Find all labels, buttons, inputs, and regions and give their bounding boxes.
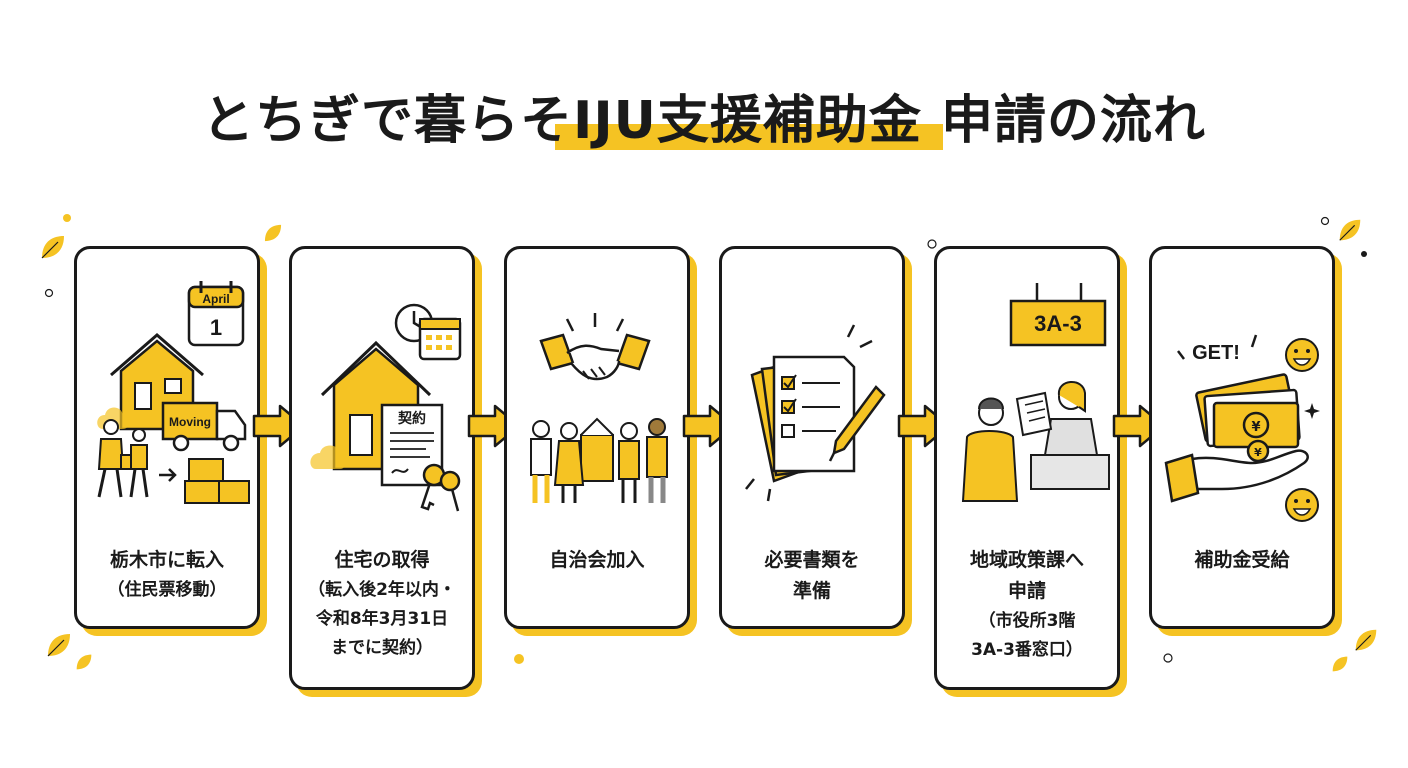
leaf-decoration-icon (1332, 656, 1348, 672)
dot-decoration-icon (1361, 251, 1367, 257)
dot-decoration-icon (514, 654, 524, 664)
step-5-sub-line-1: （市役所3階 (978, 611, 1076, 631)
leaf-decoration-icon (47, 634, 70, 657)
dot-decoration-icon (44, 288, 54, 298)
step-5-sub-line-2: 3A-3番窓口） (971, 640, 1083, 660)
get-label: GET! (1192, 342, 1240, 364)
house-contract-icon: 契約 (310, 303, 462, 512)
step-2-sub-line-3: までに契約） (331, 638, 433, 658)
step-4-main-line-1: 必要書類を (764, 549, 860, 571)
dot-decoration-icon (63, 214, 71, 222)
calendar-month-label: April (202, 292, 229, 306)
money-receive-icon: GET! ¥ ¥ (1164, 334, 1320, 522)
step-1-main-line-1: 栃木市に転入 (109, 549, 224, 571)
step-card-2: 契約 住宅の取得 （転入後2年以内・ 令和8年3月31日 までに契約） (289, 246, 475, 690)
contract-label: 契約 (397, 410, 426, 427)
step-3-main-line-1: 自治会加入 (549, 549, 645, 571)
moving-box-label: Moving (169, 415, 211, 429)
leaf-decoration-icon (76, 654, 92, 670)
handshake-community-icon (530, 313, 668, 503)
dot-decoration-icon (1320, 216, 1330, 226)
step-4-main-line-2: 準備 (792, 580, 831, 602)
step-card-3: 自治会加入 (504, 246, 690, 629)
step-2-sub-line-2: 令和8年3月31日 (315, 609, 449, 629)
leaf-decoration-icon (264, 224, 282, 242)
step-card-1: April 1 Moving 栃木市に転入 （住民票移動） (74, 246, 260, 629)
page-title: とちぎで暮らそIJU支援補助金 申請の流れ (201, 91, 1207, 151)
dot-decoration-icon (927, 239, 937, 249)
title-highlight (555, 124, 943, 150)
step-text-3: 自治会加入 (507, 545, 687, 576)
leaf-decoration-icon (1339, 219, 1361, 241)
step-2-main-line-1: 住宅の取得 (334, 549, 430, 571)
moving-house-icon: April 1 Moving (97, 281, 250, 504)
step-6-main-line-1: 補助金受給 (1194, 549, 1290, 571)
step-text-2: 住宅の取得 （転入後2年以内・ 令和8年3月31日 までに契約） (292, 545, 472, 663)
step-text-5: 地域政策課へ 申請 （市役所3階 3A-3番窓口） (937, 545, 1117, 665)
leaf-decoration-icon (1355, 629, 1377, 651)
service-counter-icon: 3A-3 (961, 283, 1110, 502)
step-5-main-line-1: 地域政策課へ (969, 549, 1084, 571)
documents-checklist-icon (745, 324, 886, 502)
step-text-4: 必要書類を 準備 (722, 545, 902, 607)
svg-text:¥: ¥ (1254, 446, 1262, 459)
step-1-sub-line-1: （住民票移動） (107, 580, 227, 600)
dot-decoration-icon (1163, 653, 1173, 663)
step-2-sub-line-1: （転入後2年以内・ (308, 580, 456, 600)
step-card-5: 3A-3 地域政策課へ 申請 （市役所3階 3A-3番窓口） (934, 246, 1120, 690)
step-text-6: 補助金受給 (1152, 545, 1332, 576)
step-card-6: GET! ¥ ¥ 補助金受給 (1149, 246, 1335, 629)
window-sign-label: 3A-3 (1034, 311, 1082, 336)
leaf-decoration-icon (41, 236, 64, 259)
calendar-day-label: 1 (210, 315, 222, 340)
step-card-4: 必要書類を 準備 (719, 246, 905, 629)
step-5-main-line-2: 申請 (1007, 580, 1046, 602)
svg-text:¥: ¥ (1251, 420, 1260, 435)
step-text-1: 栃木市に転入 （住民票移動） (77, 545, 257, 605)
